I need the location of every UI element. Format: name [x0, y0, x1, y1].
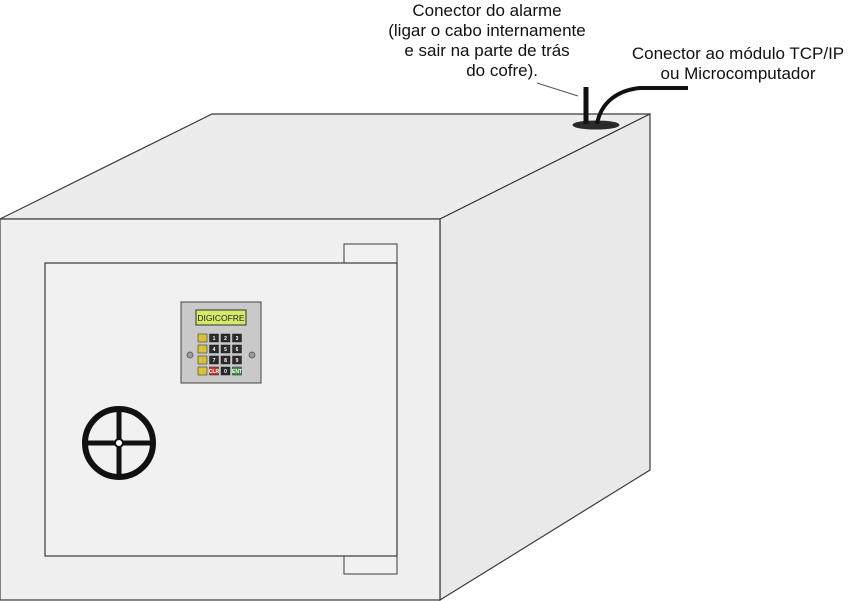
keypad-key-label: 8: [224, 358, 227, 364]
keypad-display-text: DIGICOFRE: [197, 313, 245, 323]
alarm-callout-line-3: e sair na parte de trás: [404, 41, 570, 60]
keypad-key-8: [220, 355, 231, 365]
keypad-key-label: 5: [224, 347, 227, 353]
keypad-function-key: [197, 355, 208, 365]
keypad-key-ent: [232, 366, 242, 376]
keypad-key-label: CLR: [209, 369, 220, 375]
keypad-key-6: [232, 344, 242, 354]
keypad-key-label: 1: [213, 336, 216, 342]
keypad-key-label: 6: [236, 347, 239, 353]
keypad-key-label: 7: [213, 358, 216, 364]
keypad-screw-left: [186, 351, 194, 359]
keypad-function-key: [197, 366, 208, 376]
handle-wheel: [82, 406, 156, 480]
tcp-callout-line-2: ou Microcomputador: [660, 64, 816, 83]
keypad-key-5: [220, 344, 231, 354]
alarm-connector-callout: Conector do alarme (ligar o cabo interna…: [352, 1, 622, 81]
alarm-callout-line-4: do cofre).: [466, 61, 538, 80]
tcp-connector-callout: Conector ao módulo TCP/IP ou Microcomput…: [608, 44, 868, 84]
keypad-key-7: [209, 355, 219, 365]
keypad-screw-right: [248, 351, 256, 359]
keypad-key-0: [220, 366, 231, 376]
keypad-function-key: [197, 333, 208, 343]
keypad-key-label: ENT: [232, 369, 242, 375]
keypad-key-3: [232, 333, 242, 343]
keypad-key-label: 4: [213, 347, 216, 353]
keypad-key-label: 2: [224, 336, 227, 342]
lower-hinge: [343, 555, 398, 575]
keypad-function-key: [197, 344, 208, 354]
alarm-callout-leader: [536, 82, 579, 97]
alarm-callout-line-1: Conector do alarme: [412, 1, 562, 20]
keypad-key-2: [220, 333, 231, 343]
keypad-screen: [195, 309, 247, 326]
keypad-key-clr: [209, 366, 219, 376]
keypad-key-4: [209, 344, 219, 354]
keypad-key-label: 9: [236, 358, 239, 364]
keypad-key-1: [209, 333, 219, 343]
tcp-connector-cable: [595, 86, 688, 125]
tcp-callout-line-1: Conector ao módulo TCP/IP: [631, 44, 845, 63]
keypad-key-label: 0: [224, 369, 227, 375]
alarm-callout-line-2: (ligar o cabo internamente: [388, 21, 586, 40]
keypad-key-9: [232, 355, 242, 365]
upper-hinge: [343, 243, 398, 264]
keypad-key-label: 3: [236, 336, 239, 342]
